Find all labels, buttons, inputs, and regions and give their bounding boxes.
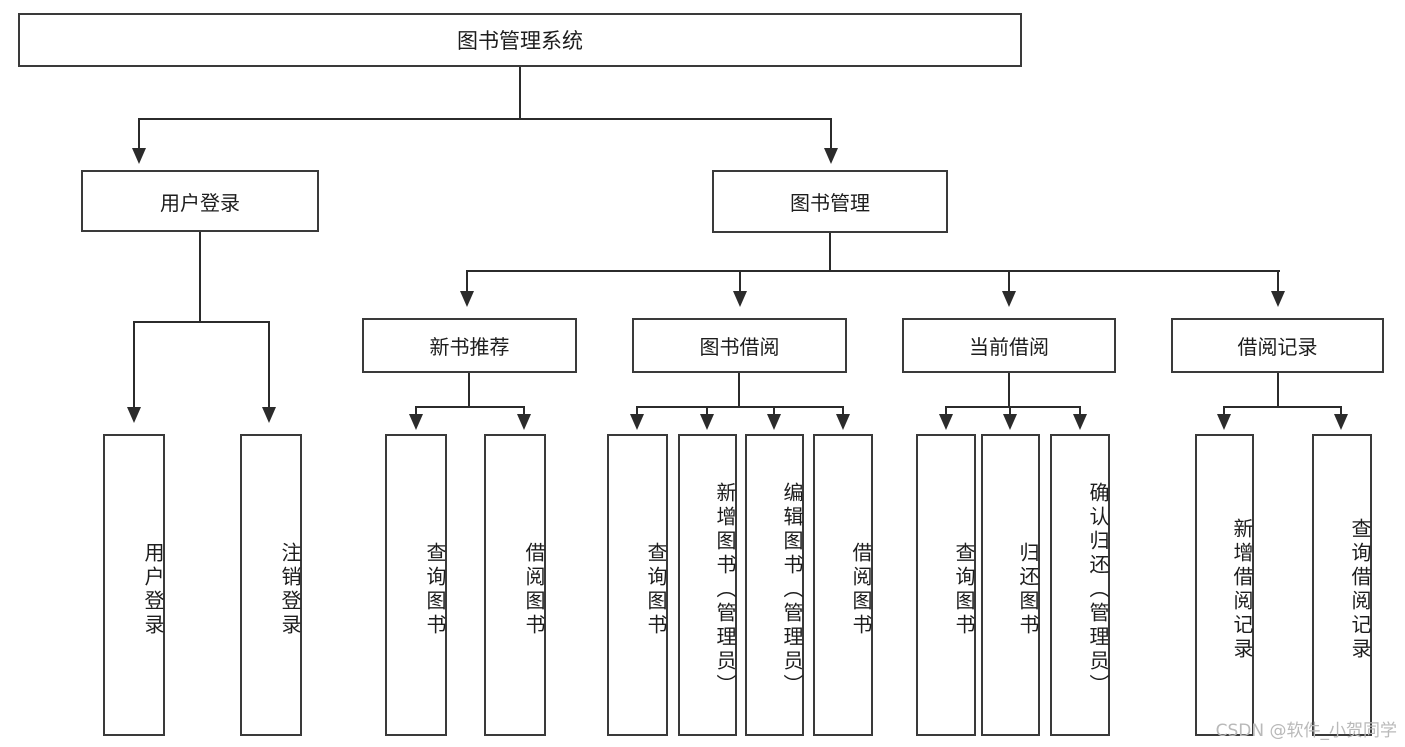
node-current-borrow[interactable]: 当前借阅 xyxy=(902,318,1116,373)
node-book-borrow[interactable]: 图书借阅 xyxy=(632,318,847,373)
edge-borrow-record-stem xyxy=(1277,373,1279,407)
edge-current-borrow-child-2 xyxy=(1009,406,1011,416)
edge-book-borrow-bus xyxy=(636,406,844,408)
arrow-current-borrow-child-3 xyxy=(1073,414,1087,430)
arrow-to-book-borrow xyxy=(733,291,747,307)
arrow-to-book-management xyxy=(824,148,838,164)
edge-level2-bus xyxy=(138,118,832,120)
edge-user-login-stem xyxy=(199,232,201,322)
node-label: 借阅图书 xyxy=(522,542,546,638)
arrow-to-current-borrow xyxy=(1002,291,1016,307)
arrow-book-borrow-child-2 xyxy=(700,414,714,430)
node-label: 借阅图书 xyxy=(849,542,873,638)
arrow-user-login-child-1 xyxy=(127,407,141,423)
leaf-logout[interactable]: 注销登录 xyxy=(240,434,302,736)
node-book-management[interactable]: 图书管理 xyxy=(712,170,948,233)
edge-current-borrow-stem xyxy=(1008,373,1010,407)
edge-to-current-borrow xyxy=(1008,270,1010,292)
arrow-current-borrow-child-1 xyxy=(939,414,953,430)
node-label: 新增借阅记录 xyxy=(1230,518,1254,662)
leaf-borrow-book[interactable]: 借阅图书 xyxy=(813,434,873,736)
edge-to-new-book-recommend xyxy=(466,270,468,292)
edge-current-borrow-child-3 xyxy=(1079,406,1081,416)
leaf-query-borrow-record[interactable]: 查询借阅记录 xyxy=(1312,434,1372,736)
node-label: 当前借阅 xyxy=(969,335,1049,359)
edge-user-login-child-1 xyxy=(133,321,135,409)
arrow-book-borrow-child-1 xyxy=(630,414,644,430)
leaf-query-book-recommend[interactable]: 查询图书 xyxy=(385,434,447,736)
leaf-borrow-book-recommend[interactable]: 借阅图书 xyxy=(484,434,546,736)
leaf-confirm-return-admin[interactable]: 确认归还（管理员） xyxy=(1050,434,1110,736)
edge-book-management-stem xyxy=(829,233,831,271)
edge-root-stem xyxy=(519,67,521,119)
edge-new-book-recommend-child-1 xyxy=(415,406,417,416)
edge-new-book-recommend-bus xyxy=(415,406,525,408)
node-label: 新增图书（管理员） xyxy=(713,482,737,698)
arrow-borrow-record-child-1 xyxy=(1217,414,1231,430)
edge-book-borrow-stem xyxy=(738,373,740,407)
edge-to-user-login xyxy=(138,118,140,150)
edge-to-borrow-record xyxy=(1277,270,1279,292)
node-user-login[interactable]: 用户登录 xyxy=(81,170,319,232)
edge-borrow-record-child-2 xyxy=(1340,406,1342,416)
edge-book-borrow-child-1 xyxy=(636,406,638,416)
node-label: 新书推荐 xyxy=(429,335,510,359)
leaf-edit-book-admin[interactable]: 编辑图书（管理员） xyxy=(745,434,804,736)
arrow-new-book-recommend-child-2 xyxy=(517,414,531,430)
node-label: 图书借阅 xyxy=(699,335,780,359)
arrow-user-login-child-2 xyxy=(262,407,276,423)
node-label: 查询图书 xyxy=(644,542,668,638)
arrow-current-borrow-child-2 xyxy=(1003,414,1017,430)
node-new-book-recommend[interactable]: 新书推荐 xyxy=(362,318,577,373)
arrow-to-user-login xyxy=(132,148,146,164)
node-label: 归还图书 xyxy=(1016,542,1040,638)
arrow-book-borrow-child-3 xyxy=(767,414,781,430)
node-label: 借阅记录 xyxy=(1237,335,1318,359)
node-label: 注销登录 xyxy=(278,542,302,638)
node-label: 查询图书 xyxy=(952,542,976,638)
edge-borrow-record-bus xyxy=(1223,406,1341,408)
leaf-return-book[interactable]: 归还图书 xyxy=(981,434,1040,736)
edge-new-book-recommend-child-2 xyxy=(523,406,525,416)
edge-user-login-child-2 xyxy=(268,321,270,409)
edge-new-book-recommend-stem xyxy=(468,373,470,407)
arrow-new-book-recommend-child-1 xyxy=(409,414,423,430)
leaf-query-book-borrow[interactable]: 查询图书 xyxy=(607,434,668,736)
edge-level3-bus xyxy=(466,270,1280,272)
leaf-query-book-current[interactable]: 查询图书 xyxy=(916,434,976,736)
edge-current-borrow-bus xyxy=(945,406,1080,408)
edge-borrow-record-child-1 xyxy=(1223,406,1225,416)
node-root-book-management-system[interactable]: 图书管理系统 xyxy=(18,13,1022,67)
leaf-add-borrow-record[interactable]: 新增借阅记录 xyxy=(1195,434,1254,736)
csdn-watermark: CSDN @软件_小贺同学 xyxy=(1215,721,1397,741)
leaf-user-login[interactable]: 用户登录 xyxy=(103,434,165,736)
arrow-to-new-book-recommend xyxy=(460,291,474,307)
node-borrow-record[interactable]: 借阅记录 xyxy=(1171,318,1384,373)
node-label: 用户登录 xyxy=(160,190,240,215)
node-label: 查询借阅记录 xyxy=(1348,518,1372,662)
edge-current-borrow-child-1 xyxy=(945,406,947,416)
edge-to-book-borrow xyxy=(739,270,741,292)
node-label: 编辑图书（管理员） xyxy=(780,482,804,698)
edge-to-book-management xyxy=(830,118,832,150)
edge-book-borrow-child-3 xyxy=(773,406,775,416)
edge-book-borrow-child-4 xyxy=(842,406,844,416)
node-label: 图书管理系统 xyxy=(457,29,583,53)
node-label: 用户登录 xyxy=(141,542,165,638)
node-label: 查询图书 xyxy=(423,542,447,638)
node-label: 确认归还（管理员） xyxy=(1086,482,1110,698)
arrow-book-borrow-child-4 xyxy=(836,414,850,430)
edge-user-login-bus xyxy=(133,321,269,323)
arrow-to-borrow-record xyxy=(1271,291,1285,307)
edge-book-borrow-child-2 xyxy=(706,406,708,416)
arrow-borrow-record-child-2 xyxy=(1334,414,1348,430)
node-label: 图书管理 xyxy=(790,191,870,215)
leaf-add-book-admin[interactable]: 新增图书（管理员） xyxy=(678,434,737,736)
